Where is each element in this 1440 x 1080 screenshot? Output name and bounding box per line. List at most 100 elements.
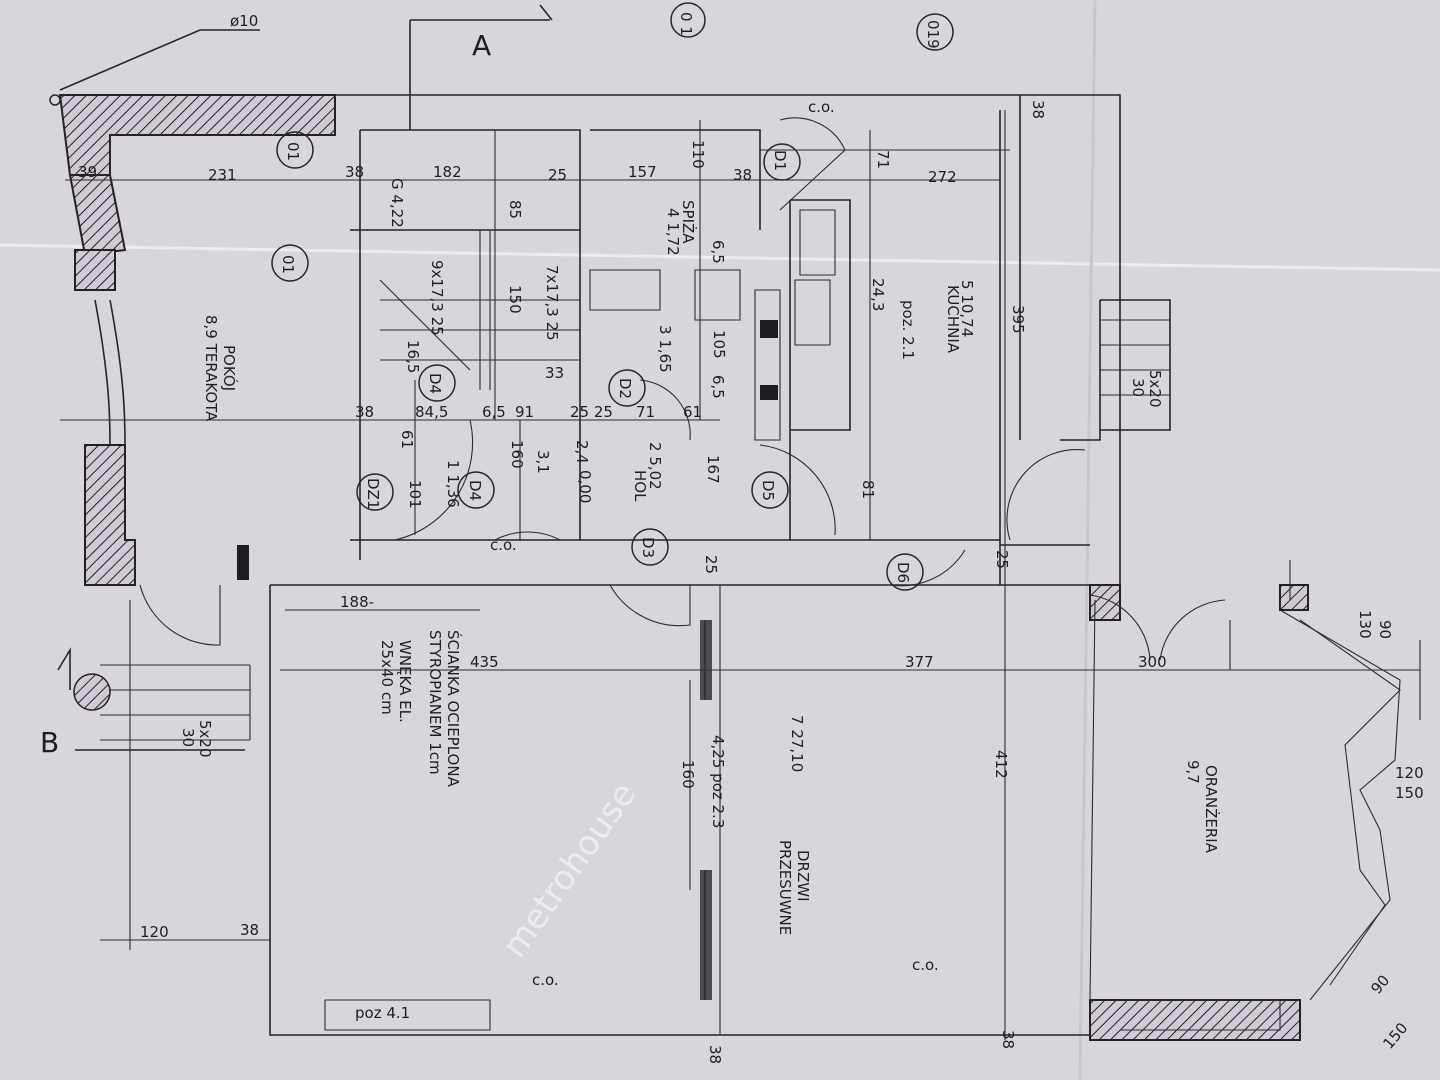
door-label: DZ1 — [364, 478, 382, 509]
svg-text:412: 412 — [992, 750, 1010, 779]
svg-text:38: 38 — [1029, 100, 1047, 119]
svg-text:130: 130 — [1356, 610, 1374, 639]
svg-text:c.o.: c.o. — [490, 536, 517, 554]
wall-pier — [1279, 584, 1309, 611]
svg-text:395: 395 — [1009, 305, 1027, 334]
outline — [94, 94, 1401, 1036]
svg-text:120: 120 — [140, 923, 169, 941]
svg-text:25: 25 — [993, 550, 1011, 569]
svg-text:1 1,36: 1 1,36 — [444, 460, 462, 508]
svg-text:3 1,65: 3 1,65 — [656, 325, 674, 373]
svg-text:G 4,22: G 4,22 — [388, 178, 406, 228]
svg-text:160: 160 — [508, 440, 526, 469]
svg-text:300: 300 — [1138, 653, 1167, 671]
wall-stub — [237, 545, 249, 580]
svg-text:2 5,02: 2 5,02 — [646, 442, 664, 490]
svg-text:61: 61 — [683, 403, 702, 421]
svg-text:25: 25 — [702, 555, 720, 574]
svg-text:poz. 2.1: poz. 2.1 — [899, 300, 917, 360]
door-label: D3 — [639, 537, 657, 558]
svg-text:poz 4.1: poz 4.1 — [355, 1004, 410, 1022]
svg-text:c.o.: c.o. — [912, 956, 939, 974]
room-oranzeria: ORANŻERIA — [1202, 765, 1221, 854]
svg-text:38: 38 — [706, 1045, 724, 1064]
svg-text:0,00: 0,00 — [576, 470, 594, 503]
paper-fold — [0, 243, 1440, 272]
door-swings — [139, 117, 1226, 661]
svg-text:85: 85 — [506, 200, 524, 219]
svg-text:71: 71 — [874, 150, 892, 169]
svg-text:3,1: 3,1 — [534, 450, 552, 474]
svg-text:150: 150 — [1395, 784, 1424, 802]
svg-text:30: 30 — [179, 728, 197, 747]
svg-text:272: 272 — [928, 168, 957, 186]
pipe-label: ø10 — [230, 12, 258, 30]
svg-text:33: 33 — [545, 364, 564, 382]
svg-text:4,25 poz 2.3: 4,25 poz 2.3 — [709, 735, 727, 828]
svg-text:ŚCIANKA OCIEPLONA: ŚCIANKA OCIEPLONA — [444, 630, 463, 788]
svg-text:16,5: 16,5 — [404, 340, 422, 373]
room-kuchnia: KUCHNIA — [944, 285, 962, 354]
svg-text:5 10,74: 5 10,74 — [958, 280, 976, 337]
axis-label: 0 1 — [677, 12, 695, 36]
paper-fold — [1078, 0, 1097, 1080]
dimension-lines — [60, 110, 1421, 1040]
section-marker-lines — [57, 4, 553, 751]
door-label: D6 — [894, 562, 912, 583]
svg-text:39: 39 — [78, 163, 97, 181]
svg-text:38: 38 — [733, 166, 752, 184]
svg-text:71: 71 — [636, 403, 655, 421]
wall-left-lower — [84, 444, 136, 586]
svg-text:105: 105 — [710, 330, 728, 359]
axis-label: 019 — [924, 20, 942, 49]
section-a-label: A — [472, 29, 491, 62]
svg-text:DRZWI: DRZWI — [794, 850, 812, 902]
svg-text:91: 91 — [515, 403, 534, 421]
svg-text:61: 61 — [398, 430, 416, 449]
svg-text:150: 150 — [506, 285, 524, 314]
svg-text:90: 90 — [1376, 620, 1394, 639]
svg-text:150: 150 — [1379, 1019, 1411, 1053]
walls — [58, 94, 1309, 1041]
door-label: D2 — [616, 378, 634, 399]
svg-text:435: 435 — [470, 653, 499, 671]
svg-text:90: 90 — [1367, 971, 1393, 997]
axis-label: 01 — [284, 142, 302, 161]
svg-text:160: 160 — [679, 760, 697, 789]
wall-top-left — [58, 94, 336, 176]
svg-text:25: 25 — [548, 166, 567, 184]
svg-text:38: 38 — [355, 403, 374, 421]
axis-label: 01 — [279, 255, 297, 274]
svg-text:188-: 188- — [340, 593, 374, 611]
labels: ø10 A B 0 1 019 01 01 D1 D2 D3 D4 D4 D5 … — [40, 12, 1424, 1064]
room-hol: HOL — [631, 470, 649, 502]
svg-text:157: 157 — [628, 163, 657, 181]
door-label: D4 — [426, 373, 444, 394]
circle-markers — [49, 2, 954, 711]
svg-text:7x17,3 25: 7x17,3 25 — [543, 265, 561, 341]
svg-text:c.o.: c.o. — [808, 98, 835, 116]
svg-text:81: 81 — [859, 480, 877, 499]
section-b-label: B — [40, 726, 59, 759]
door-label: D1 — [771, 150, 789, 171]
svg-text:PRZESUWNE: PRZESUWNE — [776, 840, 794, 935]
wall-bottom-right — [1089, 999, 1301, 1041]
svg-text:84,5: 84,5 — [415, 403, 448, 421]
watermark: metrohouse — [495, 775, 645, 965]
room-spiza: SPIŻA — [679, 200, 698, 244]
svg-text:9,7: 9,7 — [1184, 760, 1202, 784]
room-pokoj: POKÓJ — [220, 345, 239, 391]
svg-text:38: 38 — [345, 163, 364, 181]
svg-text:38: 38 — [999, 1030, 1017, 1049]
svg-text:231: 231 — [208, 166, 237, 184]
svg-text:8,9 TERAKOTA: 8,9 TERAKOTA — [202, 315, 220, 422]
svg-text:7 27,10: 7 27,10 — [788, 715, 806, 772]
door-label: D4 — [466, 480, 484, 501]
svg-text:6,5: 6,5 — [482, 403, 506, 421]
svg-text:25x40 cm: 25x40 cm — [378, 640, 396, 715]
svg-text:167: 167 — [704, 455, 722, 484]
svg-text:6,5: 6,5 — [709, 240, 727, 264]
svg-text:377: 377 — [905, 653, 934, 671]
svg-text:24,3: 24,3 — [869, 278, 887, 311]
